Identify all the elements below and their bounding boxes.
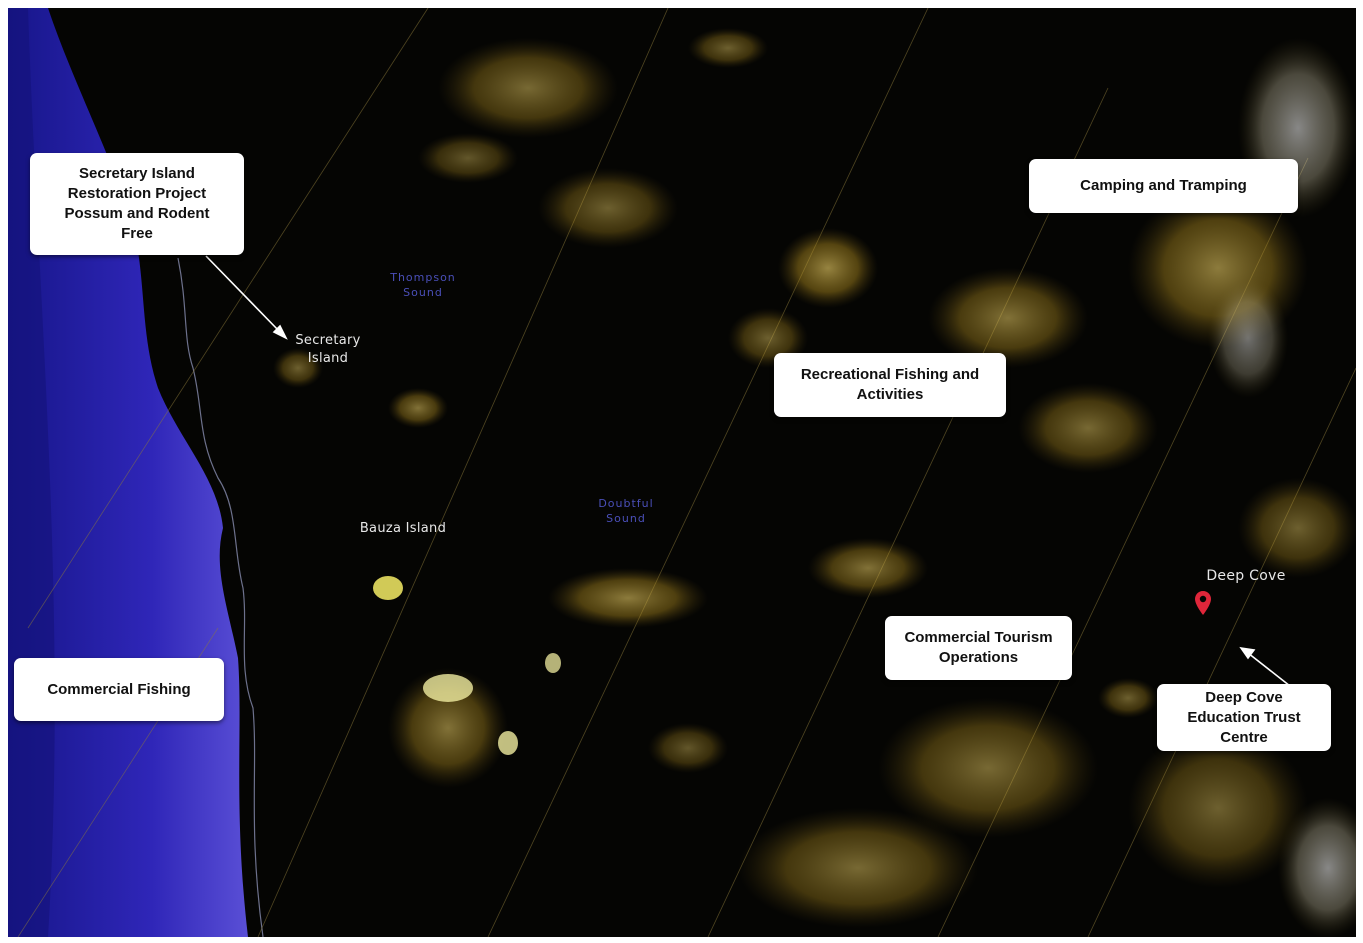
deep-cove-label: Deep Cove (1206, 568, 1286, 584)
thompson-sound-label: Thompson Sound (383, 270, 463, 300)
callout-secretary-line-1: Secretary Island (79, 165, 195, 182)
callout-recreational-fishing: Recreational Fishing and Activities (774, 353, 1006, 417)
bauza-island-label: Bauza Island (359, 521, 447, 536)
callout-recreational-line-1: Recreational Fishing and (800, 366, 980, 383)
callout-camping-tramping: Camping and Tramping (1029, 159, 1298, 213)
callout-deep-cove-line-2: Education Trust (1187, 708, 1301, 726)
doubtful-sound-line-1: Doubtful (598, 497, 654, 510)
thompson-sound-line-1: Thompson (390, 271, 456, 284)
callout-tourism-line-2: Operations (938, 649, 1019, 666)
callout-commercial-fishing: Commercial Fishing (14, 658, 224, 721)
callout-secretary-island: Secretary Island Restoration Project Pos… (30, 153, 244, 255)
fiordland-map: Thompson Sound Doubtful Sound Secretary … (8, 8, 1356, 937)
secretary-island-line-2: Island (307, 351, 349, 366)
secretary-island-label: Secretary Island (288, 332, 368, 368)
doubtful-sound-line-2: Sound (606, 512, 646, 525)
callout-commercial-tourism: Commercial Tourism Operations (885, 616, 1072, 680)
callout-secretary-line-3: Possum and Rodent (64, 205, 210, 222)
terrain-imagery (8, 8, 1356, 937)
callout-commercial-fishing-line-1: Commercial Fishing (47, 680, 191, 698)
callout-camping-line-1: Camping and Tramping (1080, 177, 1247, 194)
secretary-island-line-1: Secretary (295, 333, 361, 348)
thompson-sound-line-2: Sound (403, 286, 443, 299)
callout-secretary-line-4: Free (121, 225, 153, 242)
mountain-terrain (273, 28, 1356, 937)
callout-secretary-line-2: Restoration Project (67, 185, 207, 202)
doubtful-sound-label: Doubtful Sound (586, 496, 666, 526)
callout-tourism-line-1: Commercial Tourism (904, 629, 1053, 646)
callout-deep-cove-centre: Deep Cove Education Trust Centre (1157, 684, 1331, 751)
callout-deep-cove-line-3: Centre (1220, 728, 1268, 746)
callout-deep-cove-line-1: Deep Cove (1205, 688, 1283, 706)
map-pin-icon[interactable] (1194, 590, 1212, 621)
callout-recreational-line-2: Activities (856, 386, 924, 403)
